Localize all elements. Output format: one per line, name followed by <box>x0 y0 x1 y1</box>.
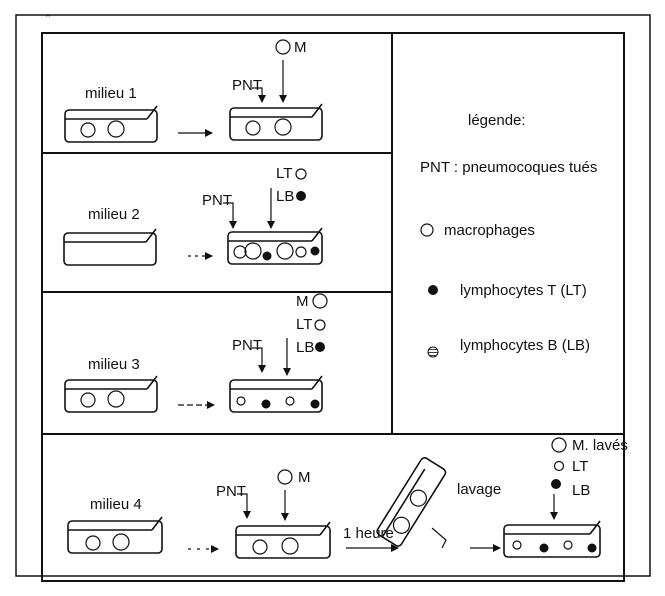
dish-3-start <box>64 375 158 413</box>
panel-frame <box>41 32 625 582</box>
corner-mark: ˆ <box>46 12 51 27</box>
pnt-label-1: PNT <box>232 77 262 94</box>
dish-2-end <box>227 227 323 265</box>
dish-4-middle <box>235 521 331 559</box>
tilted-washing-dish <box>376 457 447 547</box>
m-label-4: M <box>298 469 311 486</box>
legend-title: légende: <box>468 112 526 129</box>
lymphocyte-icon <box>587 543 597 553</box>
panel-milieu-2: milieu 2 PNT LT LB <box>63 165 323 266</box>
pnt-label-3: PNT <box>232 337 262 354</box>
lymphocyte-icon <box>310 399 320 409</box>
macrophage-icon <box>80 122 96 138</box>
macrophage-icon <box>277 469 293 485</box>
dish-4-end <box>503 520 601 558</box>
pnt-arrow-2 <box>223 202 237 229</box>
panel-milieu-3: milieu 3 PNT M LT LB <box>64 293 328 413</box>
lymphocyte-b-icon <box>296 191 306 201</box>
m-label-3: M <box>296 293 309 310</box>
legend-striped-dot-icon <box>427 346 439 358</box>
dish-1-end <box>229 103 323 141</box>
milieu-1-label: milieu 1 <box>85 85 137 102</box>
outer-border <box>15 14 651 577</box>
lymphocyte-icon <box>261 399 271 409</box>
macrophage-icon <box>409 489 428 507</box>
macrophage-icon <box>252 539 268 555</box>
macrophage-icon <box>392 516 411 534</box>
legend: légende: PNT : pneumocoques tués macroph… <box>420 112 597 358</box>
lt-label-4: LT <box>572 458 588 475</box>
macrophage-icon <box>244 242 262 260</box>
macrophage-icon <box>107 120 125 138</box>
lymphocyte-t-icon <box>314 319 326 331</box>
legend-item-label: lymphocytes B (LB) <box>460 337 590 354</box>
pnt-arrow-1 <box>252 87 266 103</box>
dish-4-start <box>67 516 163 554</box>
m-washed-label: M. lavés <box>572 437 628 454</box>
lymphocyte-b-icon <box>315 342 325 352</box>
macrophage-icon <box>276 242 294 260</box>
lb-label-2: LB <box>276 188 294 205</box>
lb-label-3: LB <box>296 339 314 356</box>
macrophage-icon <box>551 437 567 453</box>
lb-label-4: LB <box>572 482 590 499</box>
time-label: 1 heure <box>343 525 394 542</box>
lymphocyte-b-icon <box>551 479 561 489</box>
lymphocyte-t-icon <box>236 396 246 406</box>
macrophage-icon <box>245 120 261 136</box>
milieu-2-label: milieu 2 <box>88 206 140 223</box>
pnt-arrow-3 <box>252 347 266 373</box>
lymphocyte-t-icon <box>553 460 565 472</box>
dish-3-end <box>229 375 323 413</box>
lymphocyte-icon <box>310 246 320 256</box>
macrophage-icon <box>275 39 291 55</box>
lymphocyte-t-icon <box>295 168 307 180</box>
legend-filled-dot-icon <box>428 285 438 295</box>
macrophage-icon <box>85 535 101 551</box>
lymphocyte-icon <box>539 543 549 553</box>
wash-label: lavage <box>457 481 501 498</box>
pnt-label-2: PNT <box>202 192 232 209</box>
macrophage-icon <box>233 245 247 259</box>
macrophage-icon <box>112 533 130 551</box>
legend-item-label: lymphocytes T (LT) <box>460 282 587 299</box>
legend-item-label: macrophages <box>444 222 535 239</box>
dish-1-start <box>64 105 158 143</box>
milieu-3-label: milieu 3 <box>88 356 140 373</box>
lymphocyte-icon <box>262 251 272 261</box>
dish-2-start <box>63 228 157 266</box>
panel-milieu-1: milieu 1 PNT M <box>64 39 323 143</box>
lymphocyte-t-icon <box>563 540 573 550</box>
milieu-4-label: milieu 4 <box>90 496 142 513</box>
panel-milieu-4: milieu 4 PNT M 1 heure lav <box>67 437 628 559</box>
lymphocyte-t-icon <box>285 396 295 406</box>
lt-label-2: LT <box>276 165 292 182</box>
wash-pour-lines <box>431 527 447 549</box>
macrophage-icon <box>312 293 328 309</box>
lt-label-3: LT <box>296 316 312 333</box>
macrophage-icon <box>107 390 125 408</box>
m-label-1: M <box>294 39 307 56</box>
pnt-arrow-4 <box>237 493 251 519</box>
macrophage-icon <box>80 392 96 408</box>
legend-open-circle-icon <box>420 223 434 237</box>
macrophage-icon <box>274 118 292 136</box>
macrophage-icon <box>281 537 299 555</box>
lymphocyte-t-icon <box>512 540 522 550</box>
legend-pnt-definition: PNT : pneumocoques tués <box>420 159 597 176</box>
pnt-label-4: PNT <box>216 483 246 500</box>
lymphocyte-t-icon <box>295 246 307 258</box>
